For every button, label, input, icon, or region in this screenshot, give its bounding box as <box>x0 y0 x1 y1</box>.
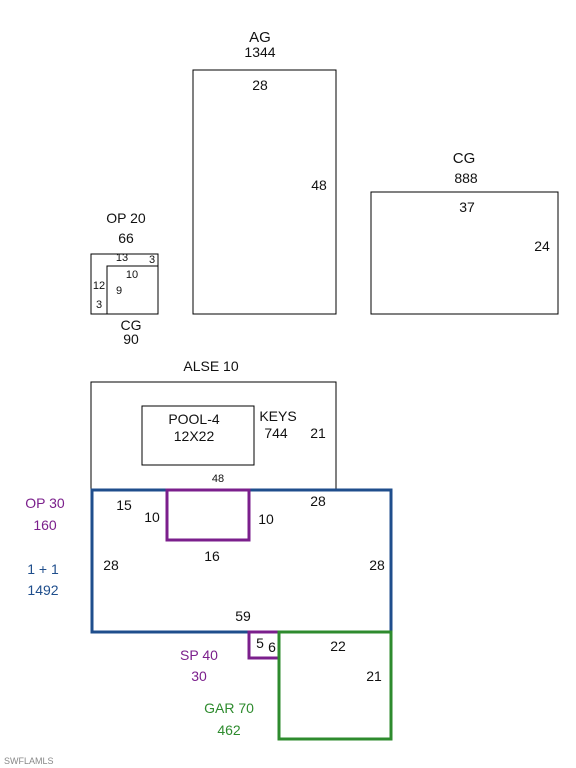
pool-rect <box>141 405 255 466</box>
pool-size: 12X22 <box>174 428 215 444</box>
cg-right-dim-right: 24 <box>534 238 550 254</box>
ag-rect <box>192 69 337 315</box>
ag-code: AG <box>249 29 271 46</box>
cg-small-dim-top: 10 <box>126 269 138 281</box>
alse-outline <box>90 381 337 490</box>
ag-area: 1344 <box>244 44 275 60</box>
living-dim-top: 28 <box>310 493 326 509</box>
living-dim-left: 28 <box>103 557 119 573</box>
cg-right-code: CG <box>453 150 476 167</box>
alse-label: ALSE 10 <box>183 358 238 374</box>
cg-small-dim-left: 9 <box>116 285 122 297</box>
op-small-dim-left: 12 <box>93 280 105 292</box>
sp-dim-right: 6 <box>268 639 276 655</box>
living-dim-bottom: 59 <box>235 608 251 624</box>
keys-label: KEYS <box>259 408 296 424</box>
garage-rect <box>277 630 393 741</box>
living-label: 1 + 1 <box>27 561 59 577</box>
op-small-dim-top: 13 <box>116 252 128 264</box>
op-main-dim-left: 10 <box>144 509 160 525</box>
op-small-dim-bottom: 3 <box>96 299 102 311</box>
op-main-dim-bottom: 16 <box>204 548 220 564</box>
sp-area: 30 <box>191 668 207 684</box>
sp-dim-left: 5 <box>256 635 264 651</box>
op-main-dim-right: 10 <box>258 511 274 527</box>
ag-dim-top: 28 <box>252 77 268 93</box>
watermark-text: SWFLAMLS <box>4 756 54 766</box>
cg-right-dim-top: 37 <box>459 199 475 215</box>
sp-label: SP 40 <box>180 647 218 663</box>
garage-dim-top: 22 <box>330 638 346 654</box>
cg-right-rect <box>370 191 559 315</box>
op-main-label: OP 30 <box>25 495 65 511</box>
living-area: 1492 <box>27 582 58 598</box>
keys-area: 744 <box>264 425 288 441</box>
pool-label: POOL-4 <box>168 411 220 427</box>
op-main-dim-top-left: 15 <box>116 497 132 513</box>
garage-label: GAR 70 <box>204 700 254 716</box>
cg-small-area: 90 <box>123 331 139 347</box>
ag-dim-right: 48 <box>311 177 327 193</box>
living-dim-right: 28 <box>369 557 385 573</box>
op-small-area: 66 <box>118 230 134 246</box>
cg-small-code: CG <box>121 317 142 333</box>
op-main-rect <box>165 488 251 542</box>
alse-dim-bottom: 48 <box>212 473 224 485</box>
cg-right-area: 888 <box>454 170 478 186</box>
op-small-dim-right: 3 <box>149 254 155 266</box>
garage-dim-right: 21 <box>366 668 382 684</box>
op-small-label: OP 20 <box>106 210 146 226</box>
alse-dim-right: 21 <box>310 425 326 441</box>
op-main-area: 160 <box>33 517 57 533</box>
garage-area: 462 <box>217 722 241 738</box>
cg-small-rect <box>106 265 159 315</box>
